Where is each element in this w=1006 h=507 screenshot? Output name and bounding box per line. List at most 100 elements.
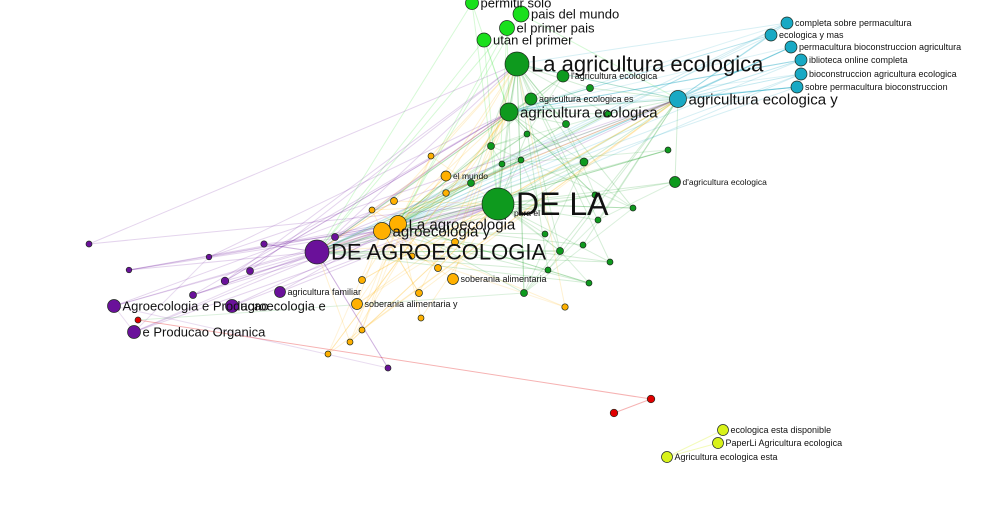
graph-node-n20[interactable] [389,215,407,233]
graph-node-unlabeled [220,276,230,286]
graph-edge [224,111,510,282]
graph-node-n26[interactable] [107,299,121,313]
graph-node-n11[interactable] [784,40,798,54]
graph-node-n15[interactable] [669,90,687,108]
graph-node-label: DE AGROECOLOGIA [331,240,546,265]
graph-edge [497,203,634,209]
graph-edge [327,230,383,355]
graph-node-n22[interactable] [304,239,330,265]
graph-edge [597,98,679,221]
graph-node-label: bioconstruccion agricultura ecologica [809,69,957,79]
graph-edge [490,133,528,147]
graph-node-n10[interactable] [764,28,778,42]
graph-node-n29[interactable] [717,424,729,436]
graph-edge [334,203,499,238]
graph-edge [231,98,679,307]
graph-node-unlabeled [346,338,354,346]
graph-edge [397,223,525,294]
graph-edge [316,111,510,253]
graph-node-n13[interactable] [794,67,808,81]
graph-node-n9[interactable] [780,16,794,30]
graph-edge [397,175,447,225]
graph-node-n3[interactable] [499,20,515,36]
graph-node-label: soberania alimentaria [461,274,547,284]
graph-node-unlabeled [498,160,506,168]
graph-edge [508,87,591,113]
graph-edge [316,75,564,253]
graph-edge [501,98,679,165]
graph-edge [316,251,351,343]
graph-edge [381,73,802,232]
graph-node-n7[interactable] [524,92,538,106]
graph-node-n8[interactable] [499,102,519,122]
graph-node-n30[interactable] [712,437,724,449]
graph-node-unlabeled [246,267,254,275]
graph-node-n31[interactable] [661,451,673,463]
graph-edge [516,63,567,125]
graph-edge [334,98,679,238]
graph-edge [397,155,432,225]
graph-node-n16[interactable] [481,187,515,221]
graph-edge [361,223,399,281]
graph-node-label: DE LA [516,186,609,222]
graph-edge [497,98,679,205]
graph-node-label: utan el primer [493,33,573,48]
graph-edge [501,149,669,165]
graph-edge [381,230,590,284]
graph-edge [381,123,567,232]
graph-node-n21[interactable] [373,222,391,240]
graph-edge [397,46,792,225]
graph-node-n14[interactable] [790,80,804,94]
graph-node-unlabeled [585,279,593,287]
graph-edge [523,219,599,294]
graph-edge [483,39,499,205]
graph-edge [508,34,772,113]
graph-edge [508,59,802,113]
graph-edge [88,203,499,245]
graph-edge [508,34,772,113]
graph-edge [547,98,679,271]
graph-node-n1[interactable] [465,0,479,10]
graph-node-unlabeled [556,247,564,255]
graph-node-n23[interactable] [447,273,459,285]
graph-node-n28[interactable] [127,325,141,339]
graph-node-unlabeled [579,241,587,249]
graph-node-n25[interactable] [351,298,363,310]
graph-edge [316,39,485,253]
graph-node-n5[interactable] [504,51,530,77]
graph-node-unlabeled [384,364,392,372]
graph-node-n24[interactable] [274,286,286,298]
graph-edge [430,63,518,157]
graph-node-n12[interactable] [794,53,808,67]
graph-node-n18[interactable] [669,176,681,188]
graph-node-unlabeled [442,189,450,197]
graph-node-n27[interactable] [225,299,239,313]
graph-edge [334,111,510,238]
graph-node-unlabeled [586,84,594,92]
graph-edge [677,86,798,100]
graph-edge [316,22,788,253]
graph-edge [490,113,609,147]
graph-edge [397,13,522,225]
graph-node-n2[interactable] [512,5,530,23]
graph-node-n19[interactable] [440,170,452,182]
graph-edge [224,111,510,282]
graph-edge [397,22,788,225]
graph-edge [516,63,679,100]
graph-edge [371,111,510,211]
graph-edge [249,63,518,272]
graph-edge [497,203,634,209]
graph-edge [490,145,634,209]
graph-edge [137,292,525,321]
graph-edge [511,212,561,252]
graph-node-n6[interactable] [556,69,570,83]
graph-node-unlabeled [331,233,339,241]
graph-edge [316,159,522,253]
graph-node-n4[interactable] [476,32,492,48]
graph-node-unlabeled [517,156,525,164]
graph-edge [516,63,525,294]
graph-edge [516,63,591,89]
graph-node-unlabeled [408,252,416,260]
graph-node-label: agricultura ecologica es [539,94,634,104]
graph-edge [677,86,798,100]
